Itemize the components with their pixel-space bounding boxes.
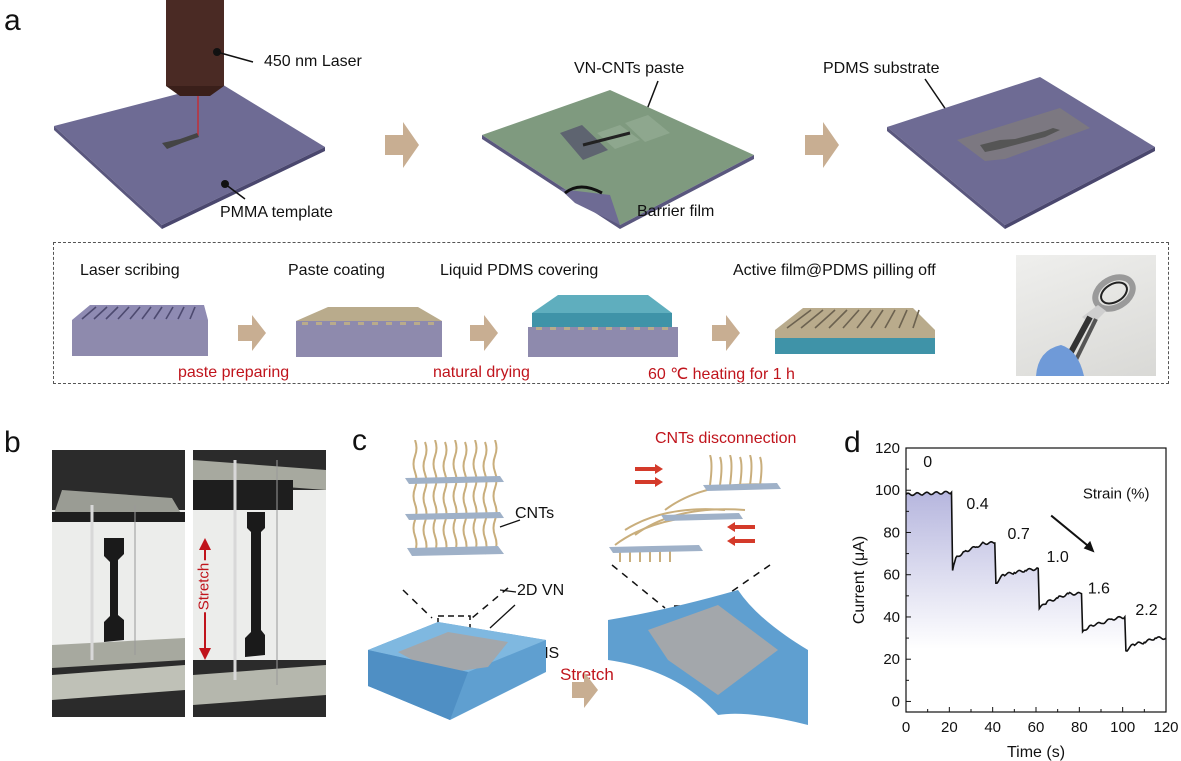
cnts-disconnection-label: CNTs disconnection [655,430,797,447]
disconnected-stack-illustration [609,455,781,562]
y-tick-label: 20 [883,651,900,668]
pmma-template-label: PMMA template [220,204,333,221]
peeled-film-photo [1016,255,1156,376]
arrow-icon [712,315,740,351]
step-title: Active film@PDMS pilling off [733,262,936,279]
stretched-sample-photo [193,450,326,717]
y-tick-label: 100 [875,482,900,499]
stretch-arrow-icon [572,672,598,708]
step-title: Paste coating [288,262,385,279]
step-title: Liquid PDMS covering [440,262,599,279]
process-arrow-icon [805,122,839,168]
unstretched-sample-photo [52,450,185,717]
active-film-pdms-block [775,308,935,354]
laser-head [166,0,224,86]
strain-arrow-icon [1050,514,1093,551]
pdms-block-stretched [608,590,808,725]
strain-data-label: 1.6 [1088,581,1110,598]
transition-label: 60 ℃ heating for 1 h [648,366,795,383]
arrow-icon [470,315,498,351]
strain-data-label: 2.2 [1135,602,1157,619]
panel-c-letter: c [352,424,367,457]
process-arrow-icon [385,122,419,168]
vn-cnts-stack-illustration [405,440,504,556]
laser-scribing-illustration [54,0,325,229]
y-tick-label: 60 [883,567,900,584]
laser-scribed-block [72,305,208,356]
y-tick-label: 120 [875,440,900,457]
cnts-label: CNTs [515,505,555,522]
pdms-covered-block [528,295,678,357]
strain-arrowhead-icon [1083,540,1095,553]
stretch-label: Stretch [560,665,614,684]
x-tick-label: 0 [902,719,910,736]
pdms-substrate-label: PDMS substrate [823,60,940,77]
transition-label: natural drying [433,364,530,381]
x-tick-label: 60 [1028,719,1045,736]
strain-data-label: 0.7 [1008,526,1030,543]
strain-data-label: 0 [923,454,932,471]
strain-annotation: Strain (%) [1083,486,1150,503]
y-tick-label: 40 [883,609,900,626]
vn-label: 2D VN [517,582,565,599]
panel-b-letter: b [4,426,21,459]
paste-label: VN-CNTs paste [574,60,685,77]
arrow-icon [238,315,266,351]
panel-a-letter: a [4,4,21,37]
series-line-current [905,490,1167,653]
x-tick-label: 120 [1153,719,1178,736]
pdms-block-unstretched [368,622,546,720]
y-axis-label: Current (μA) [851,536,868,624]
barrier-film-label: Barrier film [637,203,715,220]
y-tick-label: 0 [892,693,900,710]
transition-label: paste preparing [178,364,290,381]
x-axis-label: Time (s) [1007,744,1065,761]
panel-d-letter: d [844,426,861,459]
x-tick-label: 100 [1110,719,1135,736]
x-tick-label: 80 [1071,719,1088,736]
process-steps-box [53,242,1169,384]
paste-coated-block [296,307,442,357]
step-title: Laser scribing [80,262,180,279]
strain-data-label: 1.0 [1047,549,1069,566]
x-tick-label: 20 [941,719,958,736]
y-tick-label: 80 [883,524,900,541]
strain-data-label: 0.4 [966,496,988,513]
pdms-substrate-illustration [887,77,1155,229]
laser-label: 450 nm Laser [264,53,362,70]
x-tick-label: 40 [984,719,1001,736]
area-fill [906,491,1166,702]
paste-coating-illustration [482,90,754,229]
